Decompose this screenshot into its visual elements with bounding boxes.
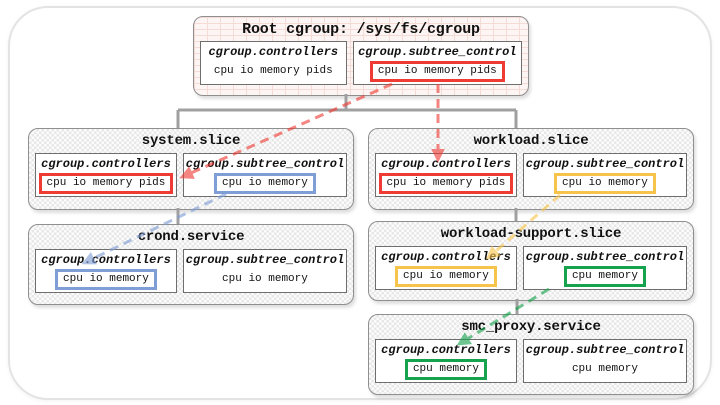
subtree-value: cpu memory xyxy=(571,362,638,375)
cgroup-subtree-control-box: cgroup.subtree_control cpu io memory xyxy=(522,153,687,197)
node-title: Root cgroup: /sys/fs/cgroup xyxy=(242,21,480,38)
cgroup-controllers-box: cgroup.controllers cpu io memory xyxy=(375,246,517,290)
file-label: cgroup.subtree_control xyxy=(185,157,345,171)
node-file-row: cgroup.controllers cpu io memory cgroup.… xyxy=(29,246,353,299)
node-file-row: cgroup.controllers cpu io memory pids cg… xyxy=(369,150,693,203)
node-file-row: cgroup.controllers cpu io memory pids cg… xyxy=(29,150,353,203)
cgroup-controllers-box: cgroup.controllers cpu memory xyxy=(375,339,517,383)
node-file-row: cgroup.controllers cpu io memory cgroup.… xyxy=(369,243,693,296)
node-crond-service: crond.service cgroup.controllers cpu io … xyxy=(28,224,354,305)
node-workload-slice: workload.slice cgroup.controllers cpu io… xyxy=(368,128,694,210)
node-title: smc_proxy.service xyxy=(461,319,601,335)
file-label: cgroup.subtree_control xyxy=(525,343,685,357)
subtree-value: cpu io memory xyxy=(214,172,316,194)
subtree-value: cpu io memory xyxy=(222,272,308,285)
node-title: crond.service xyxy=(137,229,245,245)
controllers-value: cpu memory xyxy=(404,358,487,380)
cgroup-subtree-control-box: cgroup.subtree_control cpu io memory pid… xyxy=(352,41,522,85)
cgroup-subtree-control-box: cgroup.subtree_control cpu memory xyxy=(522,339,687,383)
controllers-value: cpu io memory xyxy=(395,265,497,287)
file-label: cgroup.subtree_control xyxy=(525,157,685,171)
node-title: workload.slice xyxy=(473,133,589,149)
subtree-value: cpu memory xyxy=(563,265,646,287)
controllers-value: cpu io memory xyxy=(55,268,157,290)
node-root-cgroup: Root cgroup: /sys/fs/cgroup cgroup.contr… xyxy=(193,16,529,96)
cgroup-controllers-box: cgroup.controllers cpu io memory xyxy=(35,249,177,293)
file-label: cgroup.controllers xyxy=(381,250,511,264)
cgroup-subtree-control-box: cgroup.subtree_control cpu io memory xyxy=(182,153,347,197)
cgroup-subtree-control-box: cgroup.subtree_control cpu memory xyxy=(522,246,687,290)
node-file-row: cgroup.controllers cpu memory cgroup.sub… xyxy=(369,336,693,389)
node-workload-support-slice: workload-support.slice cgroup.controller… xyxy=(368,221,694,301)
file-label: cgroup.subtree_control xyxy=(185,253,345,267)
node-system-slice: system.slice cgroup.controllers cpu io m… xyxy=(28,128,354,210)
file-label: cgroup.controllers xyxy=(208,45,339,59)
file-label: cgroup.controllers xyxy=(381,343,511,357)
cgroup-controllers-box: cgroup.controllers cpu io memory pids xyxy=(35,153,177,197)
subtree-value: cpu io memory xyxy=(554,172,656,194)
node-title: workload-support.slice xyxy=(440,226,622,242)
controllers-value: cpu io memory pids xyxy=(38,172,174,194)
cgroup-controllers-box: cgroup.controllers cpu io memory pids xyxy=(200,41,347,85)
node-smc-proxy-service: smc_proxy.service cgroup.controllers cpu… xyxy=(368,314,694,395)
subtree-value: cpu io memory pids xyxy=(369,60,505,82)
file-label: cgroup.controllers xyxy=(381,157,511,171)
file-label: cgroup.subtree_control xyxy=(358,45,517,59)
file-label: cgroup.controllers xyxy=(41,157,171,171)
controllers-value: cpu io memory pids xyxy=(378,172,514,194)
cgroup-controllers-box: cgroup.controllers cpu io memory pids xyxy=(375,153,517,197)
controllers-value: cpu io memory pids xyxy=(213,64,333,77)
node-file-row: cgroup.controllers cpu io memory pids cg… xyxy=(194,38,528,91)
file-label: cgroup.subtree_control xyxy=(525,250,685,264)
file-label: cgroup.controllers xyxy=(41,253,171,267)
cgroup-subtree-control-box: cgroup.subtree_control cpu io memory xyxy=(182,249,347,293)
node-title: system.slice xyxy=(141,133,241,149)
